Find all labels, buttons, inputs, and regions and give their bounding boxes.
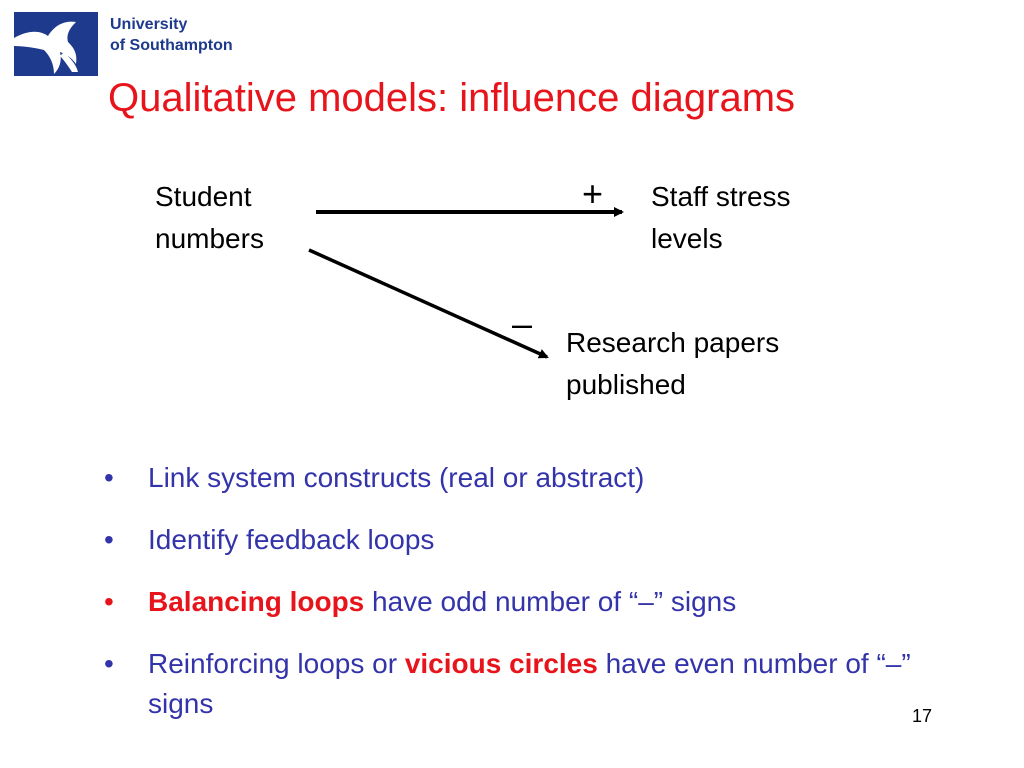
bullet-text: Reinforcing loops or — [148, 648, 405, 679]
bullet-text: Identify feedback loops — [148, 524, 435, 555]
bullet-icon: • — [104, 648, 114, 679]
node-research-papers: Research papers published — [566, 322, 779, 406]
node-label-line: Student — [155, 181, 252, 212]
bullet-text: have even number of “–” signs — [148, 648, 911, 719]
node-label-line: published — [566, 369, 686, 400]
page-number: 17 — [912, 706, 933, 726]
bullet-item: • Reinforcing loops or vicious circles h… — [104, 644, 924, 724]
university-logo — [14, 12, 98, 76]
node-label-line: numbers — [155, 223, 264, 254]
node-label-line: Research papers — [566, 327, 780, 358]
bullet-list: • Link system constructs (real or abstra… — [104, 458, 924, 746]
university-name-line2: of Southampton — [110, 37, 233, 54]
university-name: University of Southampton — [110, 14, 233, 56]
node-label-line: levels — [651, 223, 723, 254]
bullet-item: • Balancing loops have odd number of “–”… — [104, 582, 924, 622]
positive-sign: + — [582, 173, 604, 214]
bullet-emphasis: Balancing loops — [148, 586, 365, 617]
university-name-line1: University — [110, 16, 188, 33]
node-student-numbers: Student numbers — [155, 176, 264, 260]
bullet-icon: • — [104, 586, 114, 617]
bullet-text: have odd number of “–” signs — [364, 586, 737, 617]
bullet-icon: • — [104, 524, 114, 555]
bullet-emphasis: vicious circles — [404, 648, 598, 679]
slide-title: Qualitative models: influence diagrams — [108, 76, 796, 120]
bullet-icon: • — [104, 462, 114, 493]
bullet-item: • Identify feedback loops — [104, 520, 924, 560]
dolphin-icon — [14, 21, 78, 74]
node-label-line: Staff stress — [651, 181, 791, 212]
negative-link-arrow — [308, 248, 549, 359]
bullet-item: • Link system constructs (real or abstra… — [104, 458, 924, 498]
node-staff-stress: Staff stress levels — [651, 176, 791, 260]
negative-sign: – — [512, 303, 533, 344]
bullet-text: Link system constructs (real or abstract… — [148, 462, 645, 493]
